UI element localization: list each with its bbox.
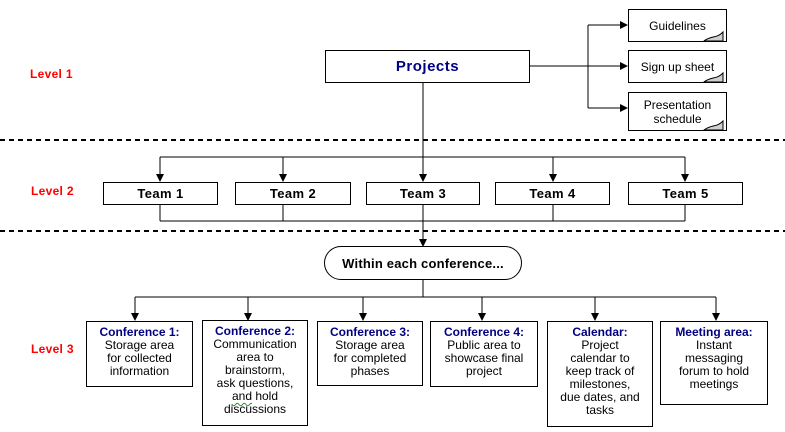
meeting-area-body: Instant messaging forum to hold meetings bbox=[678, 338, 750, 391]
conference-note-node: Within each conference... bbox=[324, 246, 522, 280]
doc-sign-up-sheet: Sign up sheet bbox=[628, 50, 727, 83]
conference-2-node: Conference 2: Communication area to brai… bbox=[202, 320, 308, 426]
calendar-title: Calendar: bbox=[572, 325, 628, 339]
team-1-label: Team 1 bbox=[137, 186, 184, 201]
conference-3-body: Storage area for completed phases bbox=[333, 338, 407, 378]
conference-1-body: Storage area for collected information bbox=[104, 338, 175, 378]
level-3-label: Level 3 bbox=[31, 342, 74, 356]
conference-4-title: Conference 4: bbox=[443, 325, 525, 339]
conference-note-label: Within each conference... bbox=[342, 255, 504, 271]
page-fold-icon bbox=[703, 71, 724, 83]
team-5-node: Team 5 bbox=[628, 182, 743, 205]
team-4-node: Team 4 bbox=[495, 182, 610, 205]
doc-guidelines-label: Guidelines bbox=[649, 18, 706, 33]
meeting-area-title: Meeting area: bbox=[675, 325, 753, 339]
meeting-area-node: Meeting area: Instant messaging forum to… bbox=[660, 321, 768, 405]
page-fold-icon bbox=[703, 30, 724, 42]
conference-1-title: Conference 1: bbox=[99, 325, 180, 339]
conference-4-node: Conference 4: Public area to showcase fi… bbox=[430, 321, 538, 387]
projects-label: Projects bbox=[395, 58, 460, 75]
conference-3-node: Conference 3: Storage area for completed… bbox=[317, 321, 423, 386]
team-5-label: Team 5 bbox=[662, 186, 709, 201]
team-3-label: Team 3 bbox=[399, 186, 447, 201]
page-fold-icon bbox=[703, 119, 724, 131]
grammar-check-squiggle: and bbox=[231, 389, 252, 403]
calendar-node: Calendar: Project calendar to keep track… bbox=[547, 321, 653, 427]
conference-2-body: Communication area to brainstorm, ask qu… bbox=[213, 337, 297, 416]
conference-2-title: Conference 2: bbox=[214, 324, 296, 338]
team-3-node: Team 3 bbox=[366, 182, 480, 205]
arrowheads bbox=[131, 21, 720, 321]
conference-4-body: Public area to showcase final project bbox=[444, 338, 524, 378]
team-1-node: Team 1 bbox=[103, 182, 218, 205]
level-2-label: Level 2 bbox=[31, 184, 74, 198]
doc-presentation-schedule: Presentation schedule bbox=[628, 92, 727, 131]
level-1-label: Level 1 bbox=[30, 67, 73, 81]
doc-sign-up-sheet-label: Sign up sheet bbox=[640, 59, 715, 74]
doc-presentation-schedule-label: Presentation schedule bbox=[643, 97, 712, 126]
conference-3-title: Conference 3: bbox=[329, 325, 411, 339]
calendar-body: Project calendar to keep track of milest… bbox=[560, 338, 640, 417]
team-2-label: Team 2 bbox=[269, 186, 317, 201]
conference-1-node: Conference 1: Storage area for collected… bbox=[86, 321, 193, 387]
projects-node: Projects bbox=[325, 50, 530, 83]
doc-guidelines: Guidelines bbox=[628, 9, 727, 42]
team-2-node: Team 2 bbox=[235, 182, 351, 205]
team-4-label: Team 4 bbox=[529, 186, 576, 201]
